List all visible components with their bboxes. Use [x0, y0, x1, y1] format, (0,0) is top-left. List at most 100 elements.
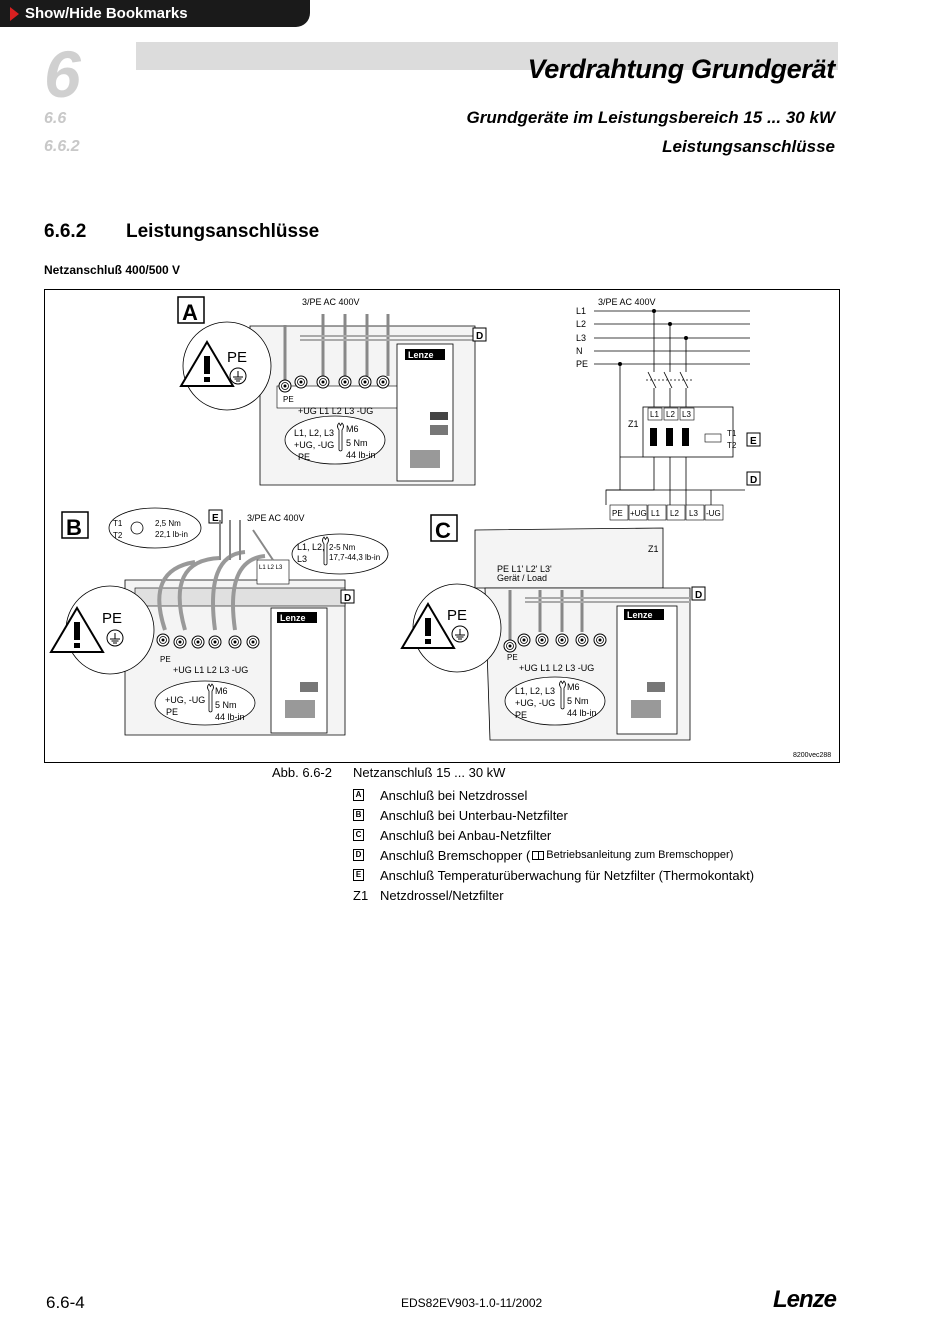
panel-b-torque-2: L3: [297, 554, 307, 564]
chapter-number: 6: [44, 37, 81, 111]
legend-text-c: Anschluß bei Anbau-Netzfilter: [380, 827, 552, 843]
panel-a-earth-icon: [229, 367, 247, 385]
bus-term-ug-minus: -UG: [706, 509, 721, 518]
panel-a-box: [177, 296, 205, 324]
filter-coil-2: [666, 428, 673, 446]
panel-a-torque-line-2: +UG, -UG: [294, 440, 334, 450]
panel-c-connector-2: [631, 700, 661, 718]
rail-label-l1: L1: [576, 306, 586, 316]
panel-c-torque-bubble: [504, 676, 606, 726]
filter-term-l2: L2: [666, 410, 675, 419]
panel-c-load-2: Gerät / Load: [497, 573, 547, 583]
panel-a-torque-bubble: [284, 415, 386, 465]
bus-term-l1: L1: [651, 509, 660, 518]
panel-b-connector: [300, 682, 318, 692]
thermo-contact: [704, 433, 722, 443]
panel-a: A 3/PE AC 400V Lenze PE +UG L1 L2: [177, 296, 487, 486]
panel-a-lug-ug-plus: [294, 375, 308, 389]
panel-c-label: C: [435, 518, 451, 543]
rail-node-l3: [684, 336, 688, 340]
panel-a-lenze-text: Lenze: [408, 350, 434, 360]
legend-text-z1: Netzdrossel/Netzfilter: [380, 887, 504, 903]
legend-key-z1: Z1: [353, 887, 369, 903]
footer-document-id: EDS82EV903-1.0-11/2002: [401, 1296, 543, 1310]
panel-b-tt-lbin: 22,1 lb-in: [155, 530, 188, 539]
panel-c: C Z1 PE L1' L2' L3' Gerät / Load Lenze P…: [401, 514, 706, 741]
section-heading-title: Leistungsanschlüsse: [126, 221, 320, 242]
panel-b-d-box: [340, 589, 355, 604]
panel-b-lug-pe: [156, 633, 170, 647]
panel-b-torque-1: L1, L2,: [297, 542, 325, 552]
panel-c-d-label: D: [695, 590, 702, 601]
legend-item: D Anschluß Bremschopper (Betriebsanleitu…: [353, 845, 754, 865]
panel-b-torque-line-2: PE: [166, 707, 178, 717]
panel-b-cables: [157, 550, 266, 631]
legend-text-a: Anschluß bei Netzdrossel: [380, 787, 528, 803]
panel-b: B T1 T2 2,5 Nm 22,1 lb-in E 3/PE AC 400V…: [50, 507, 389, 736]
panel-b-tt-nm: 2,5 Nm: [155, 519, 181, 528]
bus-term-ug-plus: +UG: [630, 509, 647, 518]
panel-c-lug-l3: [575, 633, 589, 647]
panel-b-nm: 2-5 Nm: [329, 543, 356, 552]
panel-c-lbin: 44 lb-in: [567, 708, 597, 718]
panel-b-lbin-lower: 44 lb-in: [215, 712, 245, 722]
page-title: Verdrahtung Grundgerät: [527, 54, 836, 84]
legend-key-c: C: [353, 829, 364, 841]
panel-a-lenze-badge: [405, 349, 445, 360]
rail-label-n: N: [576, 346, 583, 356]
panel-b-t1: T1: [113, 519, 123, 528]
figure-legend: A Anschluß bei Netzdrossel B Anschluß be…: [353, 785, 754, 905]
schematic-d-label: D: [750, 475, 757, 486]
panel-b-d-label: D: [344, 593, 351, 604]
rail-node-pe: [618, 362, 622, 366]
panel-c-lug-l1: [535, 633, 549, 647]
legend-text-b: Anschluß bei Unterbau-Netzfilter: [380, 807, 568, 823]
filter-coil-1: [650, 428, 657, 446]
t1-label: T1: [727, 429, 737, 438]
legend-key-e: E: [353, 869, 364, 881]
panel-b-nm-lower: 5 Nm: [215, 700, 237, 710]
panel-c-torque-line-3: PE: [515, 710, 527, 720]
legend-text-e: Anschluß Temperaturüberwachung für Netzf…: [380, 867, 755, 883]
panel-c-lug-ug-plus: [517, 633, 531, 647]
panel-b-pe-label: PE: [102, 610, 122, 627]
panel-a-d-label: D: [476, 331, 483, 342]
bus-terminal-row: PE +UG L1 L2 L3 -UG: [609, 504, 724, 521]
panel-c-box: [430, 514, 458, 542]
show-hide-bookmarks-button[interactable]: Show/Hide Bookmarks: [0, 0, 310, 27]
filter-term-l1: L1: [650, 410, 659, 419]
panel-b-connector-2: [285, 700, 315, 718]
panel-a-lbin: 44 lb-in: [346, 450, 376, 460]
schematic-e-label: E: [750, 436, 757, 447]
panel-b-torque-line-1: +UG, -UG: [165, 695, 205, 705]
filter-coil-3: [682, 428, 689, 446]
panel-b-filter-torque-bubble: [291, 533, 389, 575]
footer-lenze-logo: Lenze: [773, 1286, 837, 1313]
panel-b-thermo-bubble: [108, 507, 202, 549]
panel-c-lug-l2: [555, 633, 569, 647]
book-icon: [532, 850, 545, 860]
legend-item: A Anschluß bei Netzdrossel: [353, 785, 754, 805]
bookmarks-button-label: Show/Hide Bookmarks: [25, 5, 188, 22]
panel-b-terminal-labels: +UG L1 L2 L3 -UG: [173, 665, 248, 675]
panel-a-lug-pe: [278, 379, 292, 393]
panel-a-torque-line-1: L1, L2, L3: [294, 428, 334, 438]
panel-c-pe-small: PE: [507, 653, 518, 662]
panel-b-torque-bubble: [154, 680, 256, 726]
panel-b-lbin: 17,7-44,3 lb-in: [329, 553, 380, 562]
schematic-d-box: [746, 471, 761, 486]
panel-b-e-box: [208, 509, 223, 524]
panel-c-cables: [508, 590, 584, 642]
panel-c-torque-line-2: +UG, -UG: [515, 698, 555, 708]
panel-b-box: [61, 511, 89, 539]
panel-b-lug-l3: [228, 635, 242, 649]
legend-text-d: Anschluß Bremschopper (: [380, 847, 531, 863]
wiring-diagram: A 3/PE AC 400V Lenze PE +UG L1 L2: [50, 296, 831, 759]
panel-a-nm: 5 Nm: [346, 438, 368, 448]
panel-c-torque-line-1: L1, L2, L3: [515, 686, 555, 696]
panel-c-lenze-badge: [624, 609, 664, 620]
panel-b-filter-terminal: [256, 559, 290, 585]
panel-c-terminal-labels: +UG L1 L2 L3 -UG: [519, 663, 594, 673]
panel-b-label: B: [66, 515, 82, 540]
legend-item: B Anschluß bei Unterbau-Netzfilter: [353, 805, 754, 825]
